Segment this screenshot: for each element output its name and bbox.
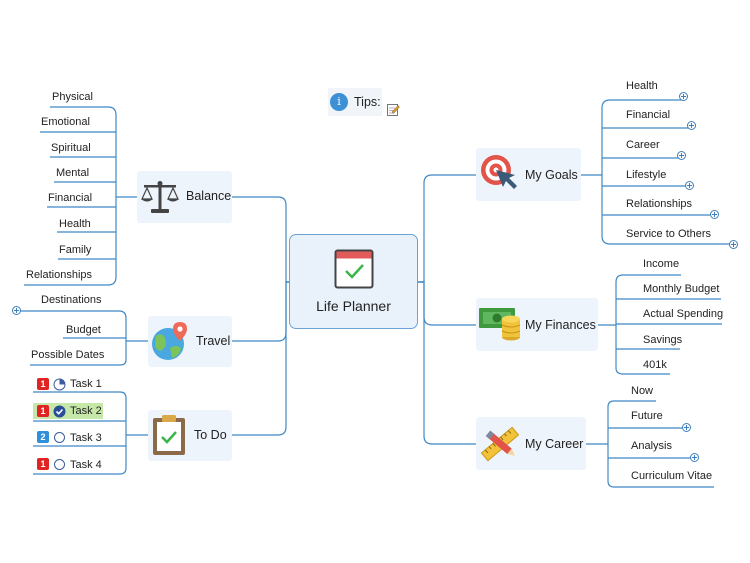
- travel-item-budget[interactable]: Budget: [66, 324, 101, 336]
- finances-item-401k[interactable]: 401k: [643, 359, 667, 371]
- expand-career-icon[interactable]: [677, 151, 686, 160]
- topic-my-career-label: My Career: [525, 437, 584, 451]
- central-topic[interactable]: Life Planner: [289, 234, 418, 329]
- expand-service-icon[interactable]: [729, 240, 738, 249]
- topic-my-finances[interactable]: My Finances: [476, 298, 598, 351]
- priority-badge-task2: 1: [37, 405, 49, 417]
- expand-analysis-icon[interactable]: [690, 453, 699, 462]
- money-coins-icon: [479, 308, 521, 341]
- task-highlight: [33, 403, 103, 419]
- finances-item-savings[interactable]: Savings: [643, 334, 683, 346]
- expand-future-icon[interactable]: [682, 423, 691, 432]
- priority-badge-task3: 2: [37, 431, 49, 443]
- balance-item-relationships[interactable]: Relationships: [26, 269, 93, 281]
- topic-todo-label: To Do: [194, 428, 227, 442]
- priority-badge-task1: 1: [37, 378, 49, 390]
- progress-complete-icon: [53, 405, 66, 418]
- balance-item-spiritual[interactable]: Spiritual: [51, 142, 91, 154]
- clipboard-check-icon: [153, 415, 185, 455]
- balance-item-physical[interactable]: Physical: [52, 91, 93, 103]
- goals-item-lifestyle[interactable]: Lifestyle: [626, 169, 667, 181]
- topic-my-goals[interactable]: My Goals: [476, 148, 581, 201]
- goals-item-career[interactable]: Career: [626, 139, 660, 151]
- topic-my-finances-label: My Finances: [525, 318, 596, 332]
- todo-item-task4[interactable]: Task 4: [70, 459, 102, 471]
- goals-item-relationships[interactable]: Relationships: [626, 198, 693, 210]
- tips-note[interactable]: i Tips:: [328, 88, 382, 116]
- info-icon: i: [330, 93, 348, 111]
- career-item-now[interactable]: Now: [631, 385, 654, 397]
- balance-item-family[interactable]: Family: [59, 244, 92, 256]
- expand-relationships-icon[interactable]: [710, 210, 719, 219]
- todo-item-task3[interactable]: Task 3: [70, 432, 102, 444]
- scales-icon: [141, 181, 179, 213]
- goals-item-financial[interactable]: Financial: [626, 109, 671, 121]
- career-item-curriculum-vitae[interactable]: Curriculum Vitae: [631, 470, 713, 482]
- ruler-pencil-icon: [480, 426, 520, 462]
- central-topic-title: Life Planner: [316, 298, 391, 314]
- calendar-check-icon: [334, 249, 374, 289]
- topic-balance-label: Balance: [186, 189, 232, 203]
- finances-item-income[interactable]: Income: [643, 258, 680, 270]
- expand-health-icon[interactable]: [679, 92, 688, 101]
- expand-destinations-icon[interactable]: [12, 306, 21, 315]
- topic-balance[interactable]: Balance: [137, 171, 232, 223]
- expand-financial-icon[interactable]: [687, 121, 696, 130]
- topic-todo[interactable]: To Do: [148, 410, 232, 461]
- todo-item-task2[interactable]: Task 2: [70, 405, 102, 417]
- expand-lifestyle-icon[interactable]: [685, 181, 694, 190]
- balance-item-health[interactable]: Health: [59, 218, 91, 230]
- progress-empty-icon: [54, 432, 65, 443]
- goals-item-health[interactable]: Health: [626, 80, 658, 92]
- career-item-analysis[interactable]: Analysis: [631, 440, 672, 452]
- progress-empty-icon: [54, 459, 65, 470]
- balance-item-mental[interactable]: Mental: [56, 167, 90, 179]
- progress-quarter-icon: [53, 378, 66, 391]
- travel-item-possible-dates[interactable]: Possible Dates: [31, 349, 105, 361]
- target-icon: [481, 155, 517, 189]
- topic-my-career[interactable]: My Career: [476, 417, 586, 470]
- goals-item-service[interactable]: Service to Others: [626, 228, 711, 240]
- globe-pin-icon: [152, 322, 187, 360]
- career-item-future[interactable]: Future: [631, 410, 663, 422]
- travel-item-destinations[interactable]: Destinations: [41, 294, 102, 306]
- topic-my-goals-label: My Goals: [525, 168, 578, 182]
- finances-item-actual-spending[interactable]: Actual Spending: [643, 308, 724, 320]
- balance-item-emotional[interactable]: Emotional: [41, 116, 90, 128]
- finances-item-monthly-budget[interactable]: Monthly Budget: [643, 283, 720, 295]
- todo-item-task1[interactable]: Task 1: [70, 378, 102, 390]
- notes-edit-icon[interactable]: [387, 103, 400, 116]
- topic-travel[interactable]: Travel: [148, 316, 232, 367]
- balance-item-financial[interactable]: Financial: [48, 192, 93, 204]
- tips-label: Tips:: [354, 95, 381, 109]
- topic-travel-label: Travel: [196, 334, 231, 348]
- priority-badge-task4: 1: [37, 458, 49, 470]
